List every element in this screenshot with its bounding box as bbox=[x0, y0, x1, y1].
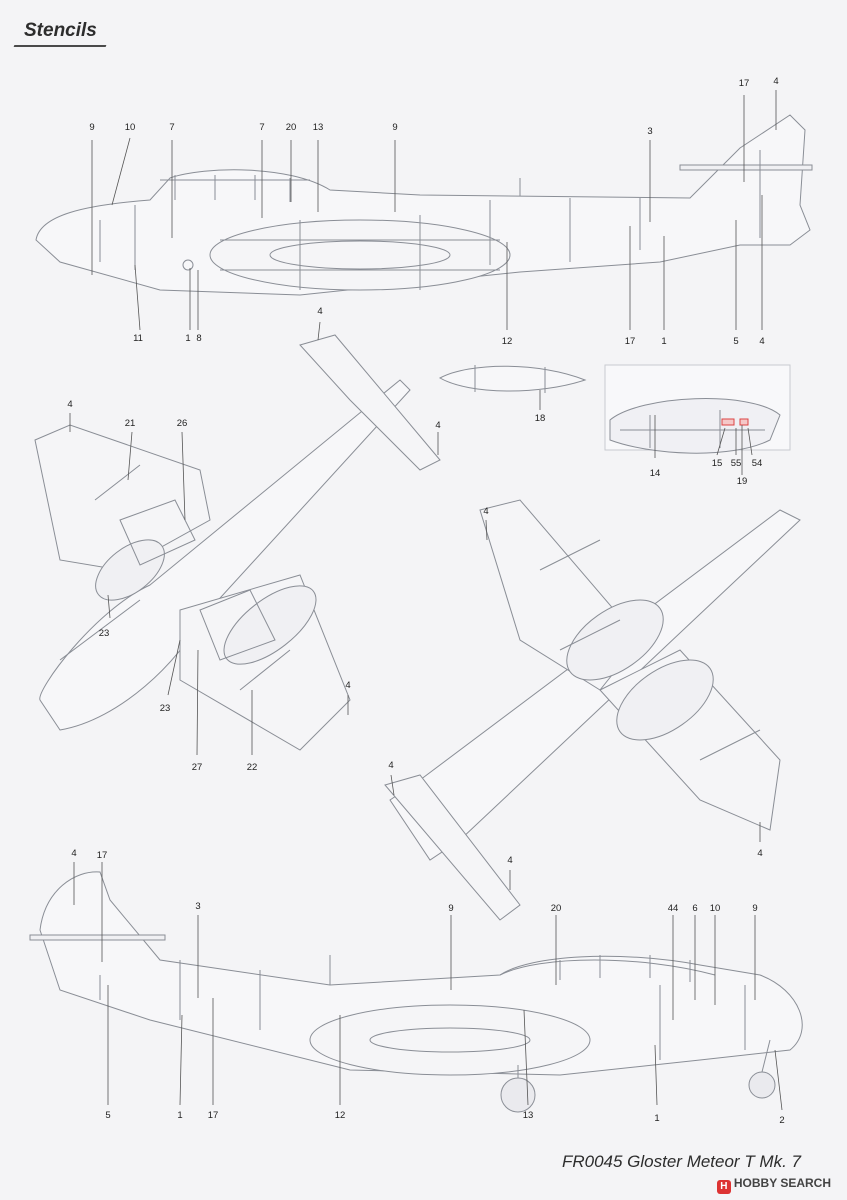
callout-label: 1 bbox=[185, 333, 190, 344]
callout-label: 8 bbox=[196, 333, 201, 344]
callout-label: 2 bbox=[779, 1115, 784, 1126]
callout-label: 4 bbox=[507, 855, 512, 866]
callout-label: 4 bbox=[435, 420, 440, 431]
callout-label: 1 bbox=[661, 336, 666, 347]
watermark-text: HOBBY SEARCH bbox=[733, 1176, 831, 1190]
callout-label: 4 bbox=[388, 760, 393, 771]
callout-label: 22 bbox=[247, 762, 258, 773]
callout-label: 4 bbox=[67, 399, 72, 410]
callout-label: 11 bbox=[133, 333, 143, 344]
leader-lines bbox=[69, 90, 783, 1111]
callout-label: 20 bbox=[286, 122, 297, 133]
callout-label: 1 bbox=[177, 1110, 182, 1121]
callout-label: 9 bbox=[392, 122, 397, 133]
callout-label: 4 bbox=[483, 506, 488, 517]
callout-label: 13 bbox=[313, 122, 324, 133]
callout-label: 12 bbox=[502, 336, 513, 347]
drop-tank bbox=[438, 365, 587, 393]
callout-label: 3 bbox=[195, 901, 200, 912]
callout-label: 17 bbox=[739, 78, 750, 89]
callout-label: 27 bbox=[192, 762, 203, 773]
callout-label: 26 bbox=[177, 418, 188, 429]
hobby-search-logo-icon: H bbox=[716, 1180, 731, 1194]
callout-label: 9 bbox=[752, 903, 757, 914]
callout-label: 17 bbox=[97, 850, 108, 861]
callout-label: 55 bbox=[731, 458, 742, 469]
sheet-caption: FR0045 Gloster Meteor T Mk. 7 bbox=[561, 1152, 801, 1171]
side-view-lower bbox=[29, 871, 803, 1113]
callout-label: 4 bbox=[757, 848, 762, 859]
callout-label: 54 bbox=[752, 458, 763, 469]
callout-label: 23 bbox=[160, 703, 171, 714]
callout-label: 4 bbox=[759, 336, 764, 347]
callout-label: 19 bbox=[737, 476, 748, 487]
callout-label: 5 bbox=[105, 1110, 110, 1121]
callout-label: 10 bbox=[125, 122, 136, 133]
callout-label: 6 bbox=[692, 903, 697, 914]
callout-label: 18 bbox=[535, 413, 546, 424]
callout-label: 9 bbox=[448, 903, 453, 914]
callout-label: 4 bbox=[317, 306, 322, 317]
callout-label: 4 bbox=[345, 680, 350, 691]
callout-label: 17 bbox=[625, 336, 636, 347]
callout-label: 1 bbox=[654, 1113, 659, 1124]
callout-label: 10 bbox=[710, 903, 721, 914]
callout-label: 4 bbox=[773, 76, 778, 87]
callout-label: 14 bbox=[650, 468, 661, 479]
callout-label: 7 bbox=[259, 122, 264, 133]
callout-label: 4 bbox=[71, 848, 76, 859]
detail-panel bbox=[604, 364, 791, 454]
callout-label: 17 bbox=[208, 1110, 219, 1121]
callout-label: 12 bbox=[335, 1110, 346, 1121]
callout-label: 7 bbox=[169, 122, 174, 133]
side-view-upper bbox=[35, 114, 813, 296]
callout-label: 21 bbox=[125, 418, 136, 429]
page-title: Stencils bbox=[24, 20, 97, 41]
bottom-view-left bbox=[34, 334, 441, 751]
callout-label: 15 bbox=[712, 458, 723, 469]
callout-label: 13 bbox=[523, 1110, 534, 1121]
callout-label: 5 bbox=[733, 336, 738, 347]
top-view-right bbox=[384, 499, 801, 921]
callout-label: 3 bbox=[647, 126, 652, 137]
callout-label: 9 bbox=[89, 122, 94, 133]
callout-label: 20 bbox=[551, 903, 562, 914]
callout-label: 23 bbox=[99, 628, 110, 639]
callout-label: 44 bbox=[668, 903, 679, 914]
